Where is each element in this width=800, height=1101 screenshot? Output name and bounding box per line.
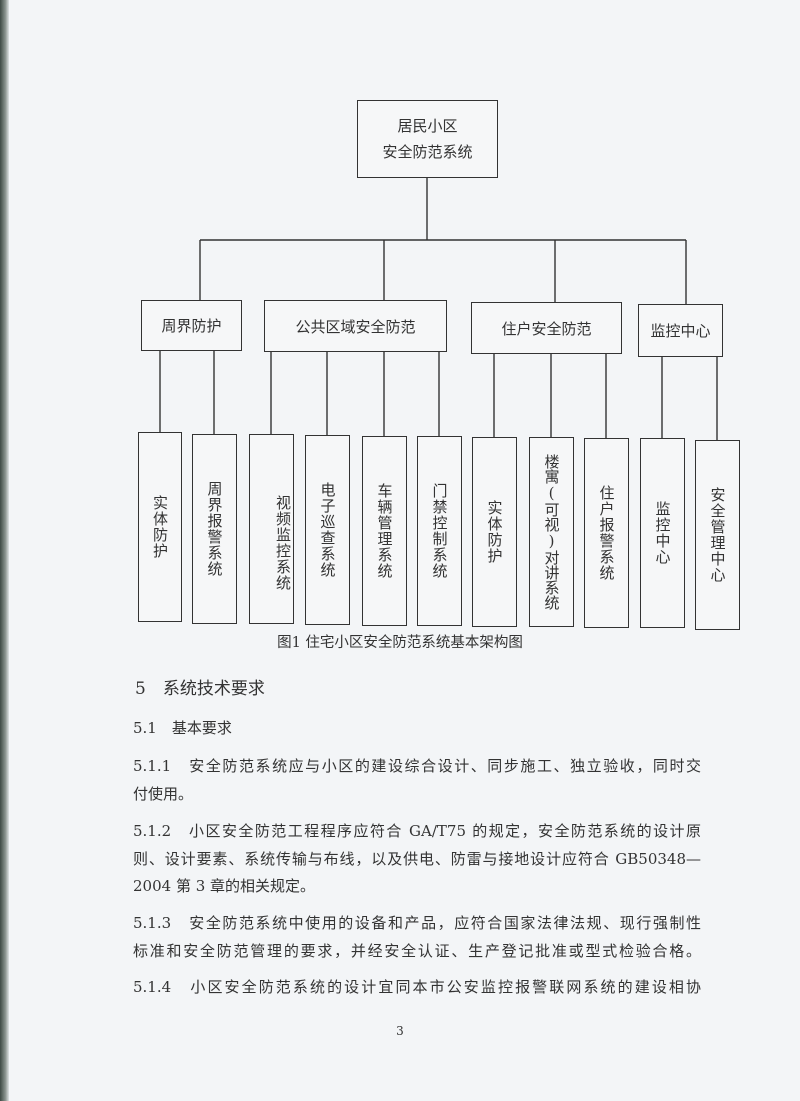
group-node-monitoring: 监控中心: [638, 304, 723, 357]
group-node-perimeter: 周界防护: [141, 300, 242, 351]
subsection-heading: 5.1 基本要求: [133, 719, 232, 737]
paragraph-line: 5.1.2 小区安全防范工程程序应符合 GA/T75 的规定，安全防范系统的设计…: [133, 822, 701, 840]
page-number: 3: [396, 1024, 404, 1038]
leaf-label: 周界报警系统: [205, 481, 224, 577]
leaf-label: 电子巡查系统: [318, 482, 337, 578]
leaf-label: 楼寓(可视)对讲系统: [542, 454, 561, 610]
leaf-label: 住户报警系统: [597, 485, 616, 581]
leaf-label: 门禁控制系统: [430, 483, 449, 579]
leaf-label: 安全管理中心: [708, 487, 727, 583]
leaf-node: 住户报警系统: [584, 438, 629, 628]
paragraph-line: 2004 第 3 章的相关规定。: [133, 877, 316, 895]
leaf-node: 视频监控系统: [249, 434, 294, 624]
group-label: 住户安全防范: [501, 319, 592, 338]
paragraph-line: 5.1.4 小区安全防范系统的设计宜同本市公安监控报警联网系统的建设相协: [133, 978, 701, 996]
group-label: 公共区域安全防范: [295, 317, 416, 336]
section-heading: 5 系统技术要求: [135, 679, 265, 699]
paragraph-line: 标准和安全防范管理的要求，并经安全认证、生产登记批准或型式检验合格。: [133, 942, 701, 960]
scan-edge: [0, 0, 9, 1101]
root-node: 居民小区 安全防范系统: [357, 100, 498, 178]
leaf-node: 楼寓(可视)对讲系统: [529, 437, 574, 627]
group-label: 周界防护: [161, 317, 222, 335]
leaf-node: 电子巡查系统: [305, 435, 350, 625]
leaf-label: 实体防护: [151, 495, 169, 559]
leaf-label: 车辆管理系统: [375, 483, 394, 579]
paragraph-line: 5.1.3 安全防范系统中使用的设备和产品，应符合国家法律法规、现行强制性: [133, 914, 701, 932]
leaf-label: 视频监控系统: [274, 495, 292, 591]
leaf-node: 车辆管理系统: [362, 436, 407, 626]
root-node-line1: 居民小区: [397, 117, 458, 135]
leaf-node: 实体防护: [472, 437, 517, 627]
paragraph-line: 则、设计要素、系统传输与布线，以及供电、防雷与接地设计应符合 GB50348—: [133, 850, 701, 868]
leaf-node: 监控中心: [640, 438, 685, 628]
leaf-node: 安全管理中心: [695, 440, 740, 630]
paragraph-line: 付使用。: [133, 785, 194, 803]
paragraph-line: 5.1.1 安全防范系统应与小区的建设综合设计、同步施工、独立验收，同时交: [133, 757, 701, 775]
root-node-line2: 安全防范系统: [382, 143, 473, 161]
group-node-household: 住户安全防范: [471, 302, 622, 354]
leaf-node: 实体防护: [138, 432, 182, 622]
leaf-label: 实体防护: [485, 500, 504, 564]
group-node-public-area: 公共区域安全防范: [264, 300, 447, 352]
leaf-node: 周界报警系统: [192, 434, 237, 624]
group-label: 监控中心: [650, 322, 711, 340]
figure-caption: 图1 住宅小区安全防范系统基本架构图: [277, 635, 523, 651]
leaf-label: 监控中心: [653, 501, 672, 565]
leaf-node: 门禁控制系统: [417, 436, 462, 626]
